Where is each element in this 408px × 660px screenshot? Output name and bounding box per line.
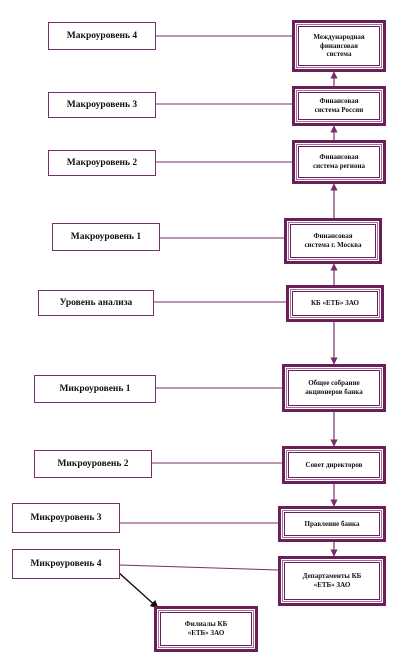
level-analysis-text: Уровень анализа xyxy=(59,298,133,308)
node-departments-text: Департаменты КБ «ЕТБ» ЗАО xyxy=(302,572,362,589)
level-macro1: Макроуровень 1 xyxy=(52,223,160,251)
node-russia-system-text: Финансовая система России xyxy=(314,97,364,114)
node-international-system: Международная финансовая система xyxy=(292,20,386,72)
node-russia-system: Финансовая система России xyxy=(292,86,386,126)
node-departments: Департаменты КБ «ЕТБ» ЗАО xyxy=(278,556,386,606)
node-moscow-system-text: Финансовая система г. Москва xyxy=(304,232,362,249)
level-micro3-text: Микроуровень 3 xyxy=(30,513,102,523)
level-macro2-text: Макроуровень 2 xyxy=(66,158,138,168)
node-region-system: Финансовая система региона xyxy=(292,140,386,184)
arrow-micro4-to-branches xyxy=(117,571,159,609)
node-management-board: Правление банка xyxy=(278,506,386,542)
level-micro2-text: Микроуровень 2 xyxy=(57,459,129,469)
level-micro2: Микроуровень 2 xyxy=(34,450,152,478)
level-macro3-text: Макроуровень 3 xyxy=(66,100,138,110)
node-bank: КБ «ЕТБ» ЗАО xyxy=(286,285,384,322)
node-shareholders-meeting: Общее собрание акционеров банка xyxy=(282,364,386,412)
node-moscow-system: Финансовая система г. Москва xyxy=(284,218,382,264)
level-macro3: Макроуровень 3 xyxy=(48,92,156,118)
level-macro2: Макроуровень 2 xyxy=(48,150,156,176)
level-micro4: Микроуровень 4 xyxy=(12,549,120,579)
node-board-of-directors-text: Совет директоров xyxy=(305,460,363,469)
level-macro1-text: Макроуровень 1 xyxy=(70,232,142,242)
level-macro4-text: Макроуровень 4 xyxy=(66,31,138,41)
connector-micro4 xyxy=(119,564,279,571)
node-international-system-text: Международная финансовая система xyxy=(313,32,365,59)
node-board-of-directors: Совет директоров xyxy=(282,446,386,484)
level-macro4: Макроуровень 4 xyxy=(48,22,156,50)
node-shareholders-meeting-text: Общее собрание акционеров банка xyxy=(305,379,363,396)
node-region-system-text: Финансовая система региона xyxy=(312,153,365,170)
node-branches: Филиалы КБ «ЕТБ» ЗАО xyxy=(154,606,258,652)
level-micro3: Микроуровень 3 xyxy=(12,503,120,533)
level-micro4-text: Микроуровень 4 xyxy=(30,559,102,569)
node-bank-text: КБ «ЕТБ» ЗАО xyxy=(310,299,359,308)
node-management-board-text: Правление банка xyxy=(304,519,360,528)
level-analysis: Уровень анализа xyxy=(38,290,154,316)
level-micro1: Микроуровень 1 xyxy=(34,375,156,403)
level-micro1-text: Микроуровень 1 xyxy=(59,384,131,394)
node-branches-text: Филиалы КБ «ЕТБ» ЗАО xyxy=(184,620,228,637)
